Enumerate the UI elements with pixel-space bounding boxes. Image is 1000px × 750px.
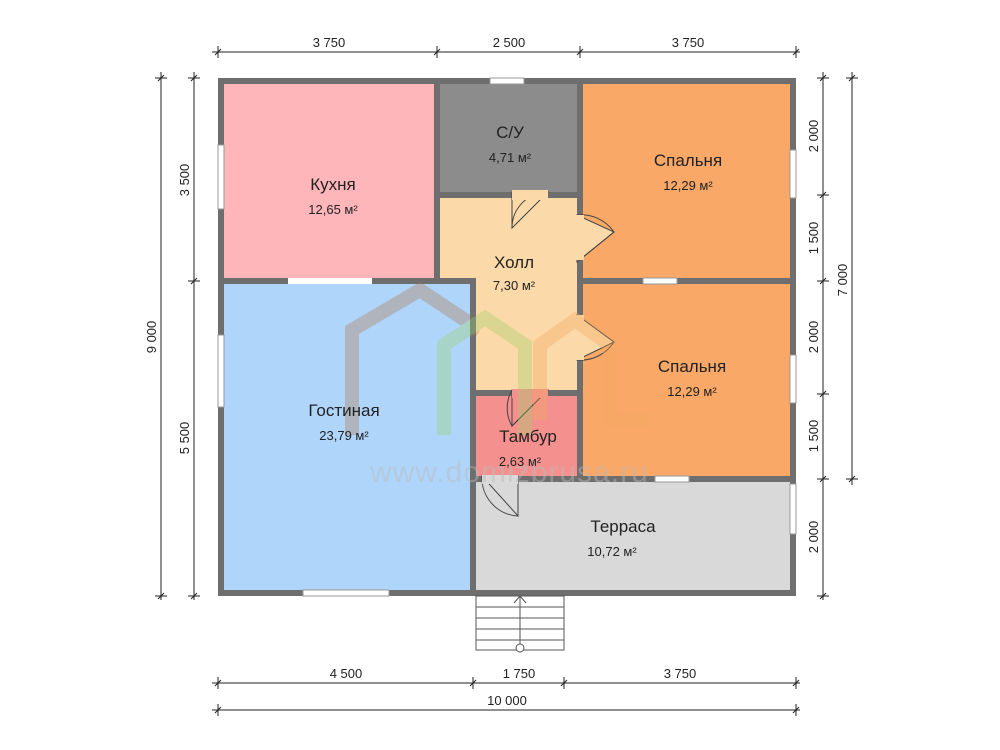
dim-right-4: 1 500	[806, 420, 821, 453]
label-bedroom2-area: 12,29 м²	[667, 384, 717, 399]
label-bedroom1-name: Спальня	[654, 151, 722, 170]
opening-kitchen-living	[288, 278, 372, 284]
room-bathroom	[440, 84, 577, 192]
dim-bottom-total: 10 000	[487, 693, 527, 708]
label-terrace-area: 10,72 м²	[587, 544, 637, 559]
doors	[480, 191, 615, 518]
dim-right-3: 2 000	[806, 321, 821, 354]
dim-right-5: 2 000	[806, 521, 821, 554]
label-hall-name: Холл	[494, 253, 534, 272]
label-vestibule-name: Тамбур	[499, 427, 557, 446]
dim-right-total: 7 000	[835, 264, 850, 297]
room-bedroom-1	[583, 84, 790, 278]
dim-top-3: 3 750	[672, 35, 705, 50]
label-living-name: Гостиная	[308, 401, 379, 420]
room-terrace	[476, 482, 790, 590]
label-kitchen-area: 12,65 м²	[308, 202, 358, 217]
dim-left-2: 5 500	[177, 422, 192, 455]
label-bedroom1-area: 12,29 м²	[663, 178, 713, 193]
dimension-labels: 3 750 2 500 3 750 4 500 1 750 3 750 10 0…	[144, 35, 850, 708]
watermark-text: www.domizbrusa.ru	[369, 456, 649, 489]
windows	[217, 77, 797, 597]
dim-right-1: 2 000	[806, 120, 821, 153]
room-bedroom-2	[583, 284, 790, 476]
watermark-logo	[345, 281, 648, 435]
dim-bottom-1: 4 500	[330, 666, 363, 681]
label-bathroom-area: 4,71 м²	[489, 150, 532, 165]
label-hall-area: 7,30 м²	[493, 278, 536, 293]
dim-left-1: 3 500	[177, 164, 192, 197]
dim-right-2: 1 500	[806, 222, 821, 255]
label-living-area: 23,79 м²	[319, 428, 369, 443]
label-terrace-name: Терраса	[590, 517, 656, 536]
dim-top-2: 2 500	[493, 35, 526, 50]
dim-top-1: 3 750	[313, 35, 346, 50]
room-hall-lower	[476, 278, 577, 390]
room-kitchen	[224, 84, 434, 278]
room-hall	[440, 198, 577, 278]
dimension-lines	[155, 46, 858, 716]
dim-bottom-3: 3 750	[664, 666, 697, 681]
stairs	[475, 595, 565, 653]
dim-left-total: 9 000	[144, 321, 159, 354]
label-bedroom2-name: Спальня	[658, 357, 726, 376]
label-vestibule-area: 2,63 м²	[499, 454, 542, 469]
room-labels: Кухня 12,65 м² С/У 4,71 м² Спальня 12,29…	[308, 123, 726, 559]
room-living	[224, 284, 470, 590]
dim-bottom-2: 1 750	[503, 666, 536, 681]
label-bathroom-name: С/У	[496, 123, 524, 142]
label-kitchen-name: Кухня	[310, 175, 356, 194]
